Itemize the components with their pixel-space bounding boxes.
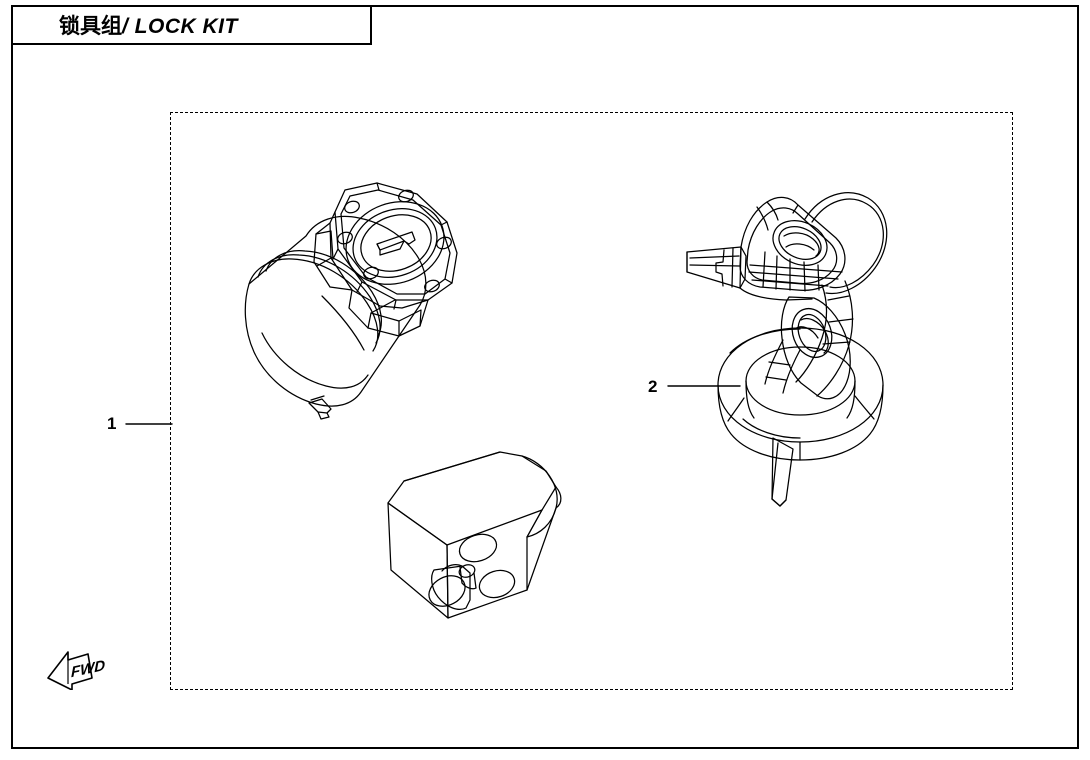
page-title: 锁具组/ LOCK KIT	[13, 10, 238, 40]
group-boundary	[170, 112, 1013, 690]
title-block: 锁具组/ LOCK KIT	[11, 5, 372, 45]
title-english: LOCK KIT	[134, 15, 238, 38]
title-separator: /	[122, 15, 135, 38]
title-chinese: 锁具组	[59, 14, 122, 38]
callout-number-2: 2	[648, 377, 658, 396]
page-border	[11, 5, 1079, 749]
callout-number-1: 1	[107, 414, 117, 433]
fwd-arrow-icon: FWD	[47, 651, 105, 691]
fwd-orientation-marker: FWD	[44, 644, 106, 691]
